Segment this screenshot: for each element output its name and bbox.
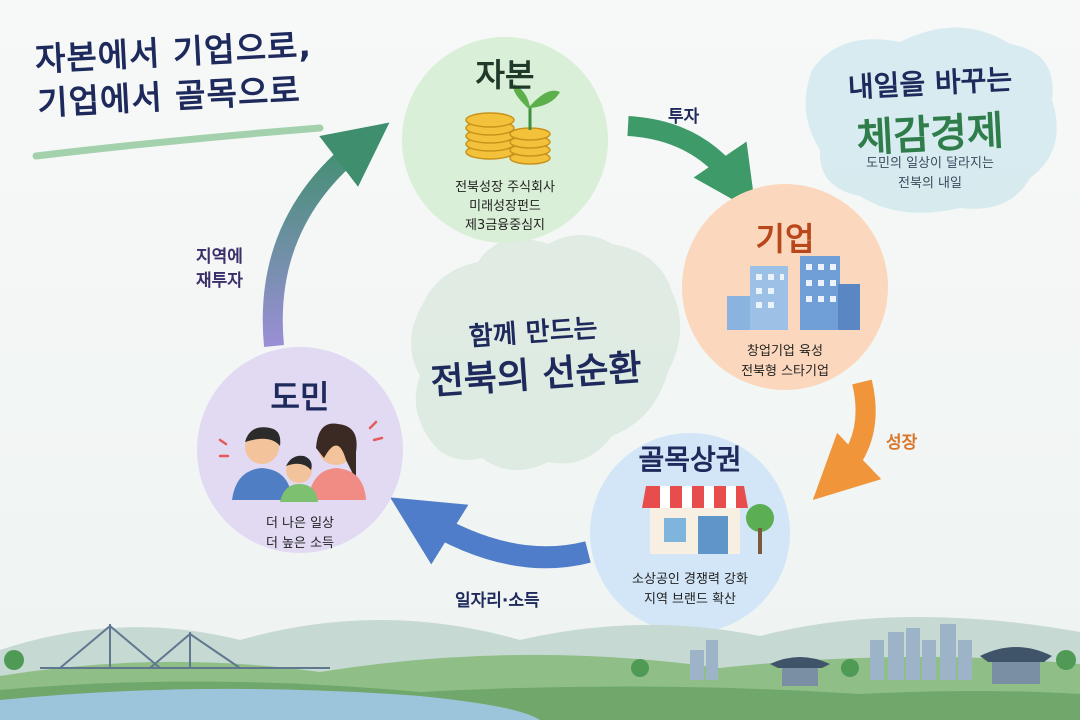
capital-title: 자본 xyxy=(475,56,535,94)
landscape xyxy=(0,616,1080,720)
residents-circle xyxy=(197,347,403,553)
jeonbuk-map-silhouette xyxy=(411,235,681,471)
company-line-1: 창업기업 육성 xyxy=(747,344,823,359)
residents-title: 도민 xyxy=(270,378,330,416)
capital-line-2: 미래성장펀드 xyxy=(469,199,541,214)
flow-label-growth: 성장 xyxy=(886,433,918,453)
invest-arrow xyxy=(627,116,756,213)
alley-title: 골목상권 xyxy=(638,443,742,476)
jobs-arrow xyxy=(390,497,591,569)
flow-label-reinvest-2: 재투자 xyxy=(196,271,243,291)
tagline-sub1: 도민의 일상이 달라지는 xyxy=(866,156,994,171)
flow-label-jobs: 일자리·소득 xyxy=(455,591,540,611)
tagline: 내일을 바꾸는 체감경제 도민의 일상이 달라지는 전북의 내일 xyxy=(800,40,1060,220)
capital-line-1: 전북성장 주식회사 xyxy=(455,180,555,195)
growth-arrow xyxy=(812,379,882,501)
alley-line-2: 지역 브랜드 확산 xyxy=(644,592,736,607)
residents-line-1: 더 나은 일상 xyxy=(265,516,335,531)
flow-label-invest: 투자 xyxy=(668,107,700,127)
family-icon xyxy=(218,420,384,502)
coin-stack-sprout-icon xyxy=(465,84,560,165)
flow-label-reinvest-1: 지역에 xyxy=(196,247,243,267)
capital-line-3: 제3금융중심지 xyxy=(464,218,546,233)
headline: 자본에서 기업으로, 기업에서 골목으로 xyxy=(34,20,378,126)
residents-line-2: 더 높은 소득 xyxy=(265,536,335,551)
office-buildings-icon xyxy=(727,256,860,330)
reinvest-arrow xyxy=(262,122,390,347)
storefront-icon xyxy=(642,486,774,554)
tagline-cloud xyxy=(805,27,1057,213)
tagline-sub2: 전북의 내일 xyxy=(898,176,962,191)
alley-line-1: 소상공인 경쟁력 강화 xyxy=(632,572,748,587)
company-line-2: 전북형 스타기업 xyxy=(741,364,829,379)
company-title: 기업 xyxy=(755,220,815,258)
